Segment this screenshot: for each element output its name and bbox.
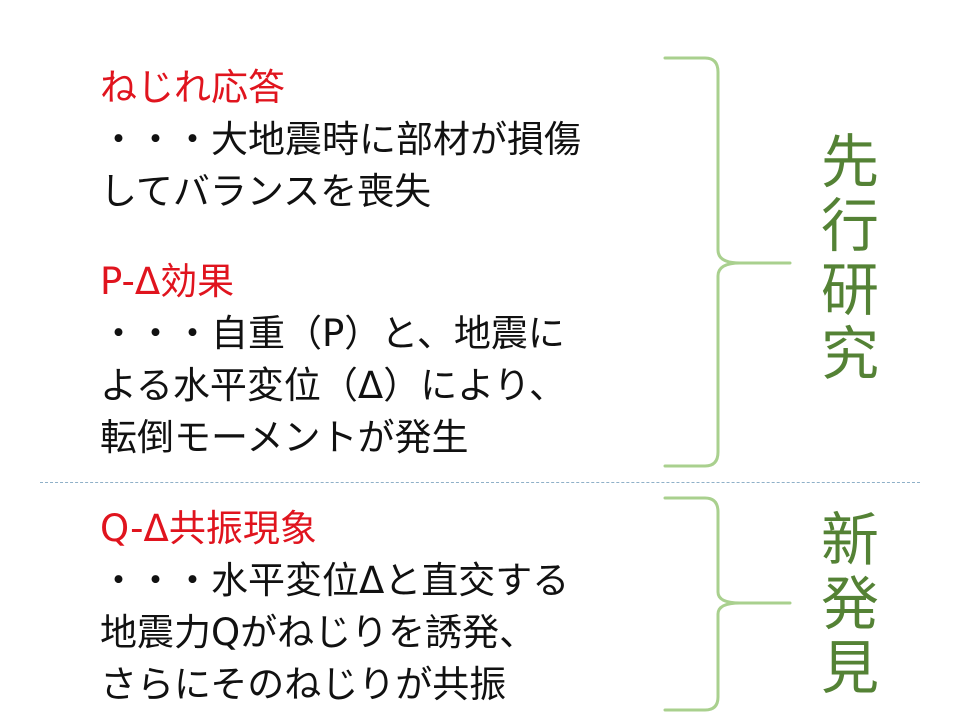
body-line: よる水平変位（Δ）により、	[100, 364, 566, 407]
body-line: さらにそのねじりが共振	[100, 663, 507, 706]
body-line: 地震力Qがねじりを誘発、	[100, 611, 537, 654]
label-char: 究	[820, 320, 879, 388]
label-char: 発	[820, 570, 879, 638]
label-char: 見	[820, 634, 879, 702]
item-torsion-response: ねじれ応答 ・・・大地震時に部材が損傷 してバランスを喪失	[100, 62, 670, 218]
item-p-delta-effect: P-Δ効果 ・・・自重（P）と、地震に よる水平変位（Δ）により、 転倒モーメン…	[100, 256, 670, 464]
body-line: ・・・大地震時に部材が損傷	[100, 118, 581, 161]
label-char: 先	[820, 128, 879, 196]
brace-prior-research	[663, 56, 792, 468]
label-char: 行	[820, 192, 879, 260]
label-new-discovery: 新 発 見	[808, 508, 892, 700]
brace-new-discovery	[663, 496, 792, 712]
section-divider	[40, 482, 920, 483]
heading-q-delta-resonance: Q-Δ共振現象	[100, 507, 317, 550]
item-q-delta-resonance: Q-Δ共振現象 ・・・水平変位Δと直交する 地震力Qがねじりを誘発、 さらにその…	[100, 503, 670, 711]
label-char: 新	[820, 506, 879, 574]
label-char: 研	[820, 256, 879, 324]
body-line: ・・・自重（P）と、地震に	[100, 312, 565, 355]
heading-p-delta-effect: P-Δ効果	[100, 260, 235, 303]
body-line: ・・・水平変位Δと直交する	[100, 559, 570, 602]
body-line: してバランスを喪失	[100, 170, 432, 213]
label-prior-research: 先 行 研 究	[808, 130, 892, 386]
body-line: 転倒モーメントが発生	[100, 416, 469, 459]
heading-torsion-response: ねじれ応答	[100, 66, 285, 109]
